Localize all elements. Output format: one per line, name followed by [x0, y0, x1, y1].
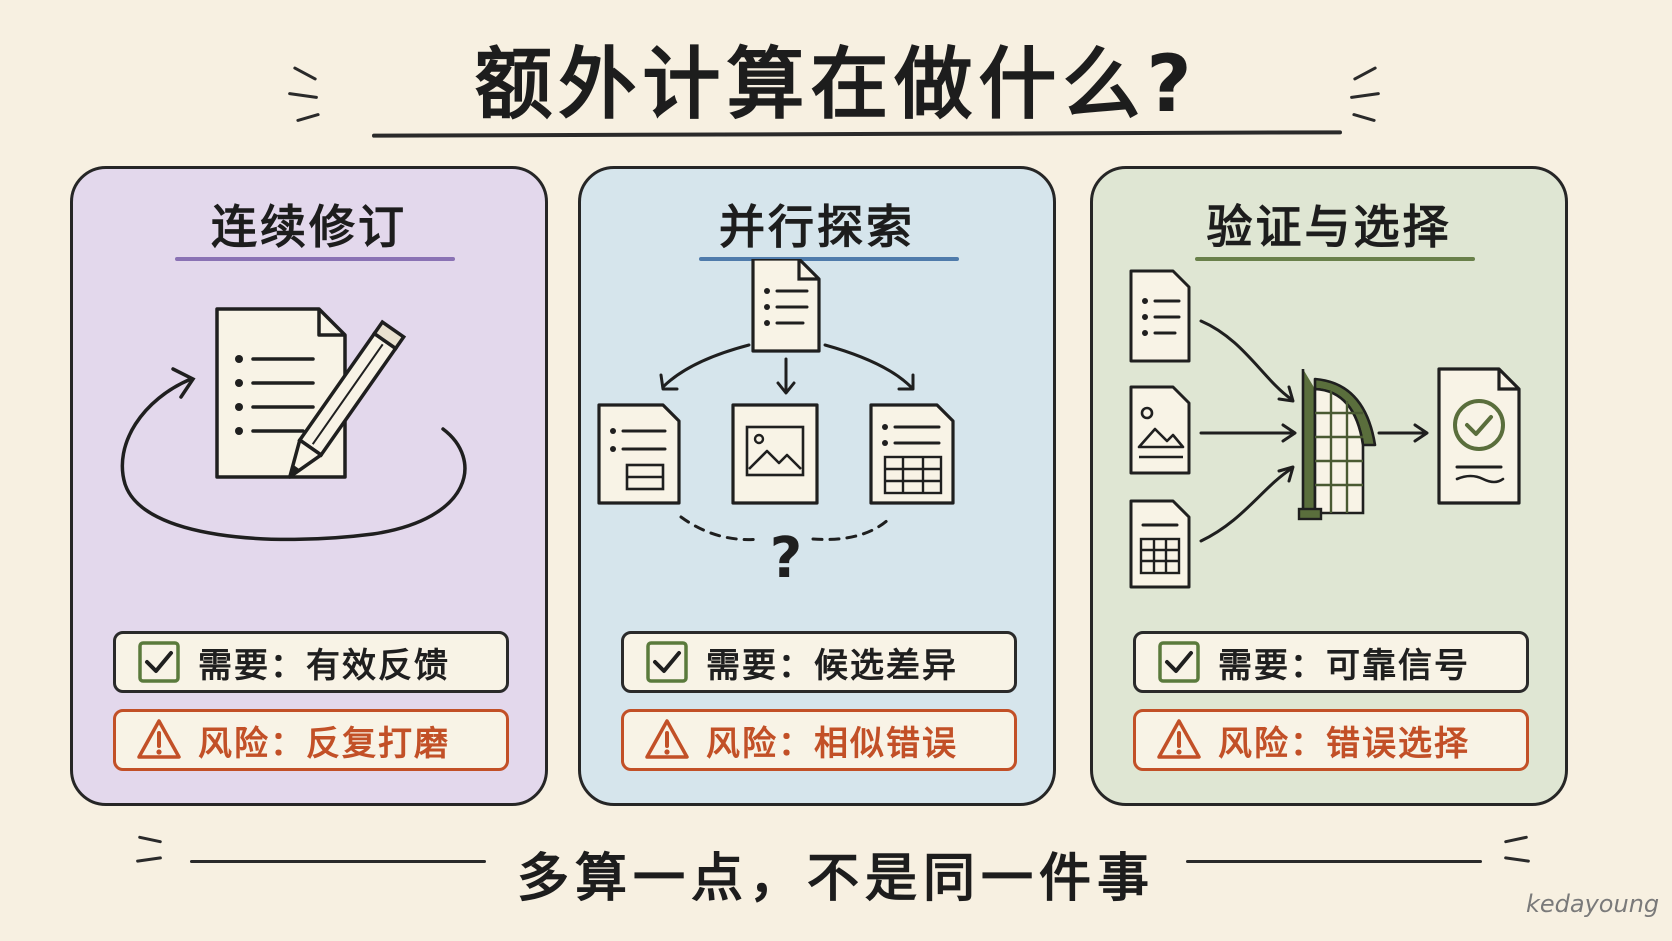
panel-title: 连续修订: [211, 200, 407, 254]
need-badge: 需要：有效反馈: [113, 631, 509, 693]
exploration-illustration: ?: [597, 259, 955, 591]
panel-title-underline: [175, 257, 455, 261]
revision-cycle-arrow-icon: [120, 367, 467, 542]
need-badge: 需要：可靠信号: [1133, 631, 1529, 693]
footer-rule-left: [190, 860, 486, 863]
candidate-table-document-icon: [869, 403, 955, 505]
warning-triangle-icon: [1157, 719, 1201, 759]
checkbox-icon: [1158, 641, 1200, 683]
question-mark: ?: [770, 526, 802, 591]
panel-title: 并行探索: [719, 200, 915, 254]
output-arrow-icon: [1377, 423, 1429, 443]
need-text: 需要：有效反馈: [198, 645, 450, 686]
verified-document-icon: [1437, 367, 1521, 505]
pencil-icon: [288, 319, 407, 479]
risk-text: 风险：相似错误: [706, 723, 958, 764]
footer-rule-right: [1186, 860, 1482, 863]
page-title: 额外计算在做什么?: [474, 40, 1198, 130]
source-document-icon: [751, 259, 821, 353]
input-table-document-icon: [1129, 499, 1191, 589]
verification-illustration: [1129, 269, 1521, 589]
candidate-text-document-icon: [597, 403, 681, 505]
need-badge: 需要：候选差异: [621, 631, 1017, 693]
risk-badge: 风险：反复打磨: [113, 709, 509, 771]
input-image-document-icon: [1129, 385, 1191, 475]
checkbox-icon: [646, 641, 688, 683]
warning-triangle-icon: [137, 719, 181, 759]
panel-verify-and-select: 验证与选择: [1090, 166, 1568, 806]
checkbox-icon: [138, 641, 180, 683]
author-signature: kedayoung: [1526, 890, 1660, 918]
footer-caption: 多算一点，不是同一件事: [516, 849, 1155, 909]
panel-title-underline: [699, 257, 959, 261]
funnel-arrows-icon: [1199, 319, 1297, 543]
branch-arrows-icon: [659, 343, 915, 395]
risk-text: 风险：反复打磨: [198, 723, 450, 764]
risk-badge: 风险：相似错误: [621, 709, 1017, 771]
panel-continuous-revision: 连续修订 需要：有效反馈: [70, 166, 548, 806]
risk-text: 风险：错误选择: [1218, 723, 1470, 764]
need-text: 需要：候选差异: [706, 645, 958, 686]
input-text-document-icon: [1129, 269, 1191, 363]
panel-title-underline: [1195, 257, 1475, 261]
risk-badge: 风险：错误选择: [1133, 709, 1529, 771]
candidate-image-document-icon: [731, 403, 819, 505]
need-text: 需要：可靠信号: [1218, 645, 1470, 686]
converge-dashed-lines: [679, 515, 893, 542]
filter-gate-icon: [1297, 369, 1377, 521]
revision-illustration: [120, 307, 467, 542]
document-icon: [215, 307, 347, 479]
panel-title: 验证与选择: [1206, 200, 1452, 254]
panel-parallel-exploration: 并行探索: [578, 166, 1056, 806]
warning-triangle-icon: [645, 719, 689, 759]
